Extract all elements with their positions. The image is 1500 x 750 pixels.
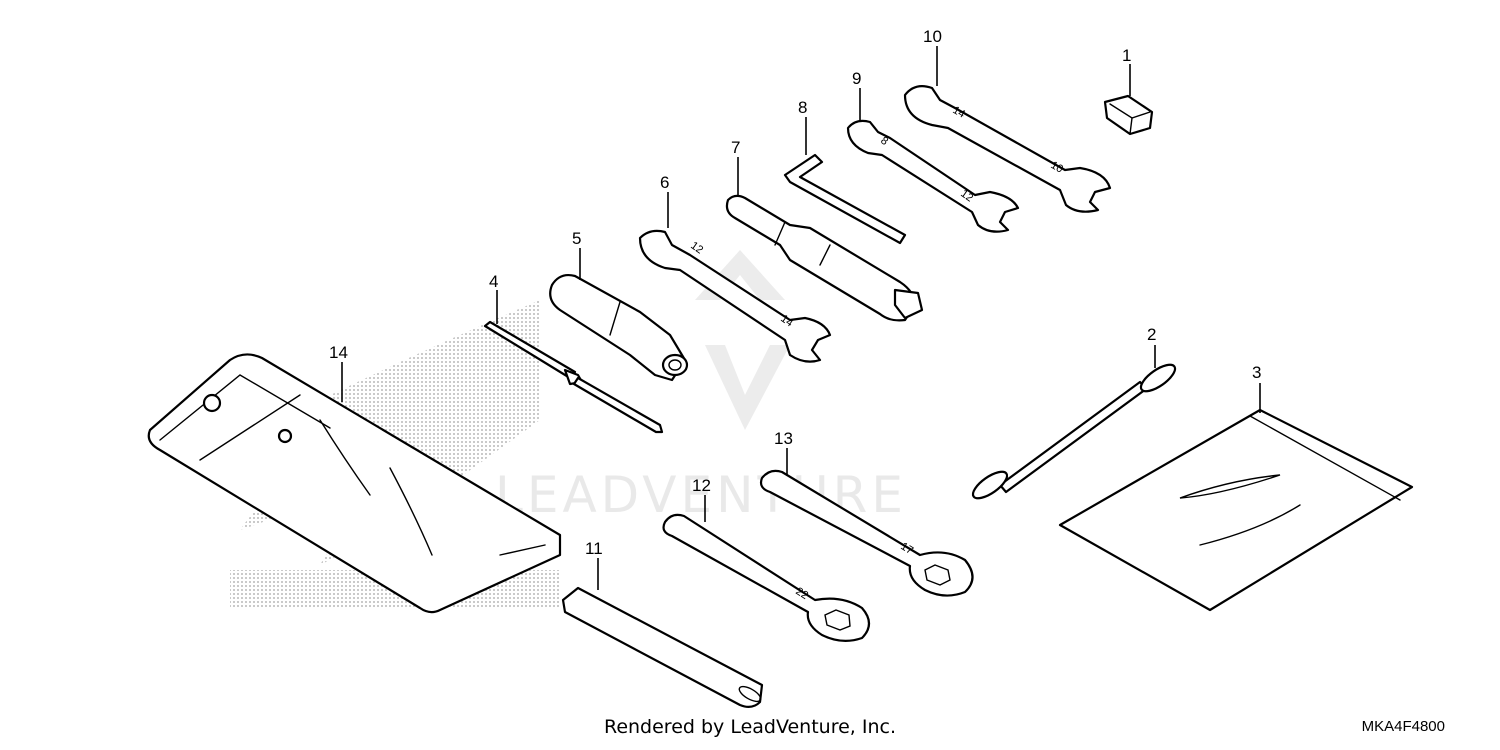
spark-plug-wrench-icon xyxy=(725,194,924,322)
tool-bag-icon xyxy=(147,353,562,614)
screwdriver-icon xyxy=(483,320,664,434)
wrench-size-label: 14 xyxy=(778,313,795,330)
owners-manual-bag-icon xyxy=(1058,408,1414,612)
part-number-label: 4 xyxy=(489,272,498,291)
wrench-size-label: 17 xyxy=(898,540,915,557)
screwdriver-handle-icon xyxy=(549,273,689,382)
diagram-code: MKA4F4800 xyxy=(1361,718,1445,735)
part-number-label: 13 xyxy=(774,429,793,448)
part-number-label: 9 xyxy=(852,69,861,88)
wrench-size-label: 8 xyxy=(878,135,890,148)
wrench-size-label: 14 xyxy=(951,104,968,121)
box-wrench-22-icon: 22 xyxy=(662,513,871,642)
part-number-label: 12 xyxy=(692,476,711,495)
part-number-label: 6 xyxy=(660,173,669,192)
extension-bar-icon xyxy=(561,586,764,709)
box-wrench-17-icon: 17 xyxy=(759,469,974,597)
wrench-size-label: 10 xyxy=(1049,159,1066,176)
part-number-label: 11 xyxy=(585,539,603,558)
open-end-wrench-10x14-icon: 14 10 xyxy=(903,85,1112,213)
part-number-label: 10 xyxy=(923,27,942,46)
part-number-label: 7 xyxy=(731,138,740,157)
hex-key-icon xyxy=(783,153,907,245)
open-end-wrench-12x14-icon: 12 14 xyxy=(638,229,832,363)
part-number-labels: 1 2 3 4 5 6 7 8 9 10 11 12 13 14 xyxy=(329,27,1261,558)
wrench-size-label: 12 xyxy=(958,188,975,205)
part-number-label: 3 xyxy=(1252,363,1261,382)
open-end-wrench-8x12-icon: 8 12 xyxy=(846,119,1020,233)
wrench-size-label: 12 xyxy=(688,240,705,257)
part-number-label: 5 xyxy=(572,229,581,248)
wrench-size-label: 22 xyxy=(793,585,810,602)
part-number-label: 8 xyxy=(798,98,807,117)
part-number-label: 1 xyxy=(1122,46,1131,65)
part-number-label: 14 xyxy=(329,343,348,362)
fuse-clip-icon xyxy=(1103,94,1154,136)
leader-lines xyxy=(341,46,1261,590)
part-number-label: 2 xyxy=(1147,325,1156,344)
helmet-cable-icon xyxy=(971,363,1177,500)
footer-credit: Rendered by LeadVenture, Inc. xyxy=(603,716,897,738)
